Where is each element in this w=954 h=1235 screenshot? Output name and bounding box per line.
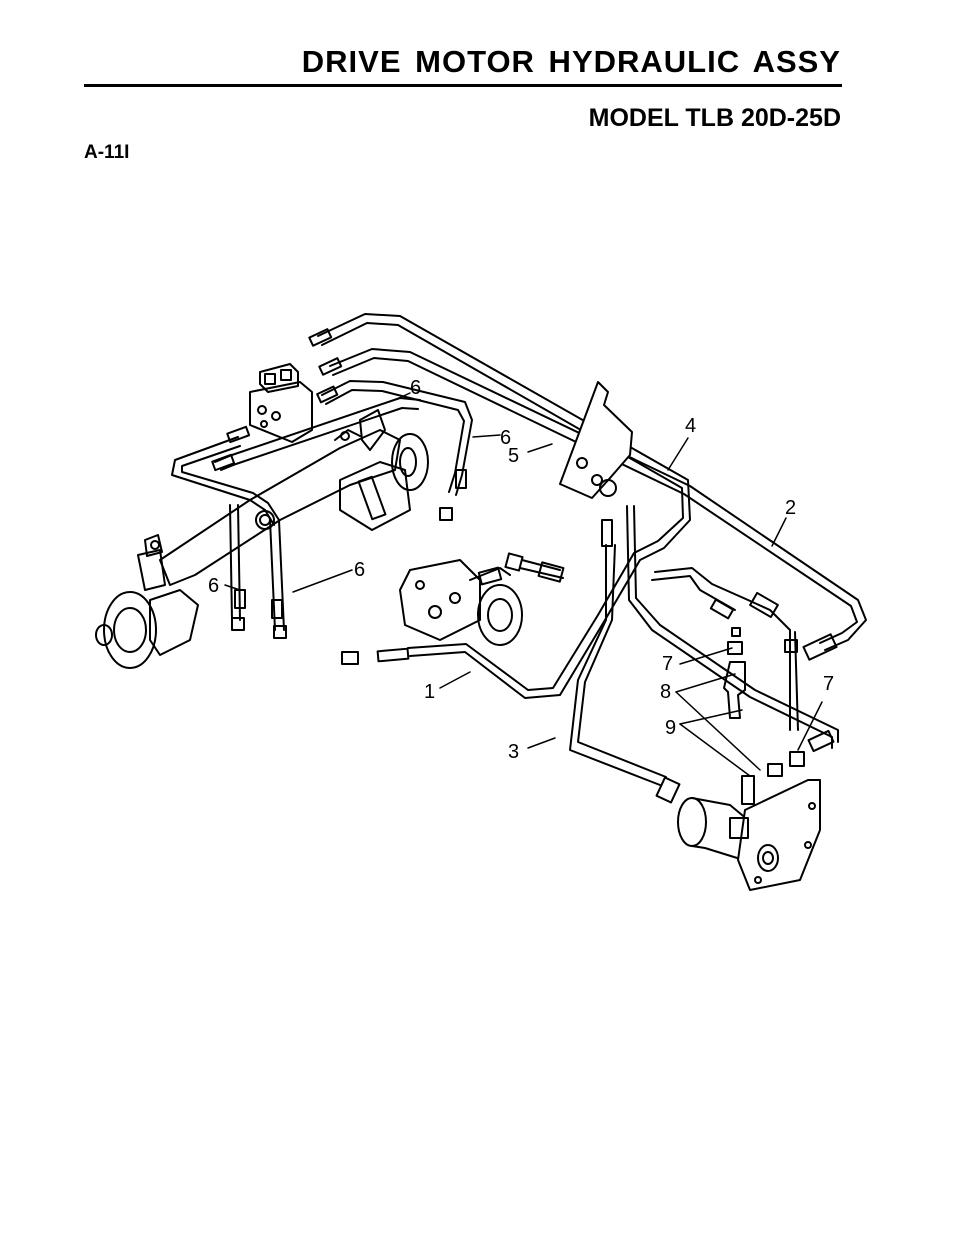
- title-divider: [84, 84, 842, 87]
- callout-4: 4: [685, 415, 696, 437]
- callout-6-right: 6: [500, 427, 511, 449]
- callout-6-left: 6: [208, 575, 219, 597]
- right-knuckle-hub: [339, 409, 429, 531]
- axle-beam: [159, 429, 401, 586]
- control-valve-block: [249, 363, 313, 443]
- fittings: [211, 328, 838, 839]
- callout-6-center: 6: [354, 559, 365, 581]
- tube-runs: [171, 313, 867, 786]
- callout-9: 9: [665, 717, 676, 739]
- page-title: DRIVE MOTOR HYDRAULIC ASSY: [301, 44, 841, 79]
- callout-1: 1: [424, 681, 435, 703]
- drive-pump: [399, 559, 523, 646]
- callout-3: 3: [508, 741, 519, 763]
- callout-5: 5: [508, 445, 519, 467]
- page-id: A-11I: [84, 142, 130, 163]
- callout-8: 8: [660, 681, 671, 703]
- callout-6-valve: 6: [410, 377, 421, 399]
- model-subtitle: MODEL TLB 20D-25D: [588, 104, 841, 132]
- drive-motor: [677, 779, 821, 891]
- callout-2: 2: [785, 497, 796, 519]
- callout-7-upper: 7: [662, 653, 673, 675]
- left-knuckle-hub: [95, 534, 199, 669]
- callout-7-lower: 7: [823, 673, 834, 695]
- leader-lines: [224, 392, 823, 777]
- mounting-bracket: [559, 381, 633, 499]
